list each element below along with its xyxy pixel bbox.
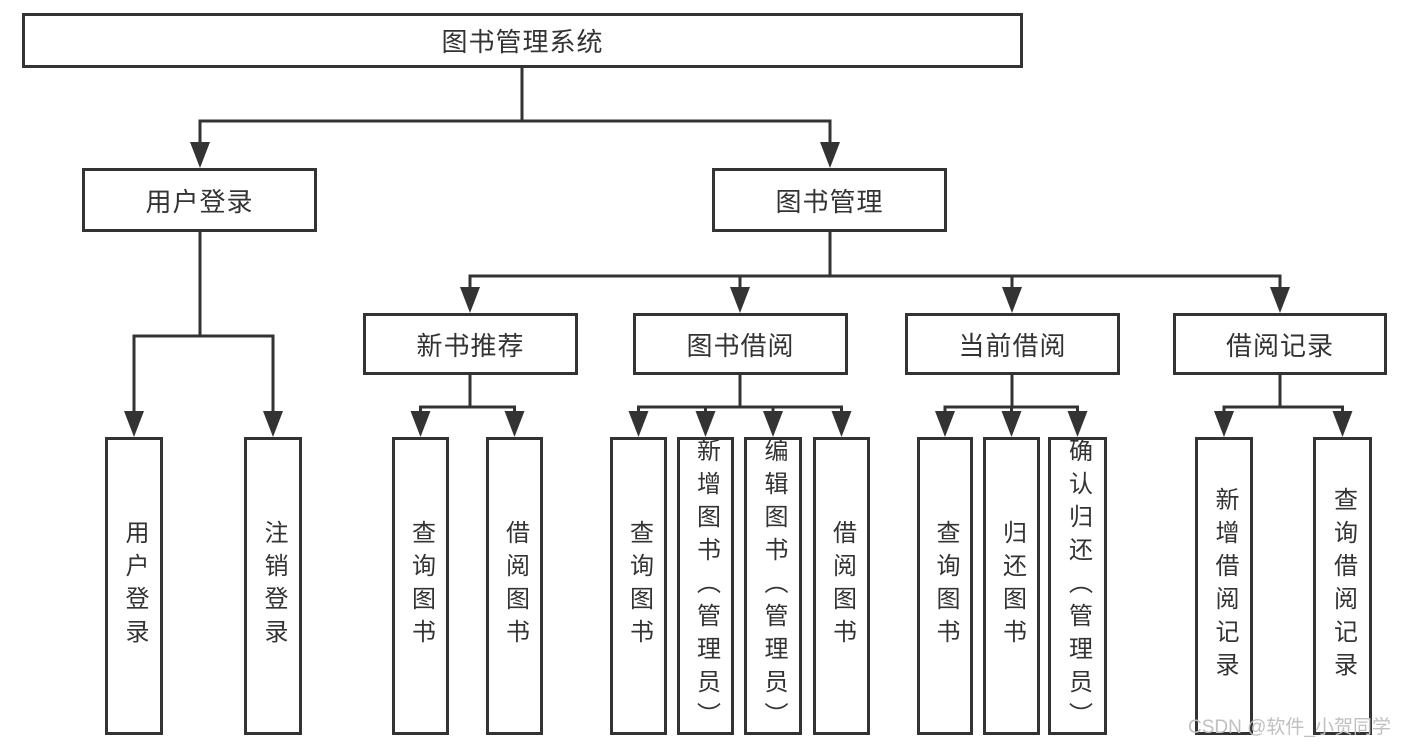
node-book-management: 图书管理 bbox=[712, 168, 947, 232]
leaf-confirm-return-admin: 确认归还（管理员） bbox=[1048, 437, 1107, 735]
leaf-user-login: 用户登录 bbox=[105, 437, 163, 735]
node-label: 图书管理 bbox=[775, 186, 884, 217]
node-label: 用户登录 bbox=[145, 186, 254, 217]
node-label: 图书管理系统 bbox=[441, 27, 604, 57]
leaf-label: 注销登录 bbox=[260, 520, 287, 652]
connector-user-login-to-leaves bbox=[124, 232, 283, 437]
connector-book-management-to-level3 bbox=[460, 232, 1290, 313]
watermark-text: CSDN @软件_小贺同学 bbox=[1188, 717, 1391, 738]
leaf-label: 查询借阅记录 bbox=[1329, 487, 1357, 685]
leaf-label: 编辑图书（管理员） bbox=[760, 437, 787, 735]
node-label: 图书借阅 bbox=[686, 330, 795, 361]
node-user-login: 用户登录 bbox=[82, 168, 317, 232]
leaf-edit-book-admin: 编辑图书（管理员） bbox=[744, 437, 802, 735]
leaf-add-book-admin: 新增图书（管理员） bbox=[677, 437, 734, 735]
leaf-query-books-recommend: 查询图书 bbox=[392, 437, 449, 735]
connector-root-to-level2 bbox=[190, 68, 840, 168]
node-library-management-system: 图书管理系统 bbox=[22, 13, 1023, 68]
leaf-return-books: 归还图书 bbox=[983, 437, 1040, 735]
leaf-query-books-current: 查询图书 bbox=[917, 437, 973, 735]
connector-book-borrow-to-leaves bbox=[628, 375, 852, 437]
leaf-label: 借阅图书 bbox=[501, 520, 529, 652]
leaf-label: 新增图书（管理员） bbox=[692, 437, 720, 735]
leaf-label: 确认归还（管理员） bbox=[1064, 437, 1092, 735]
leaf-query-books-borrow: 查询图书 bbox=[610, 437, 667, 735]
leaf-label: 新增借阅记录 bbox=[1211, 487, 1238, 685]
node-label: 当前借阅 bbox=[958, 330, 1067, 361]
leaf-borrow-books: 借阅图书 bbox=[813, 437, 870, 735]
node-new-book-recommend: 新书推荐 bbox=[363, 313, 578, 375]
leaf-borrow-books-recommend: 借阅图书 bbox=[486, 437, 543, 735]
node-label: 借阅记录 bbox=[1225, 330, 1334, 361]
leaf-label: 查询图书 bbox=[625, 520, 653, 652]
node-book-borrow: 图书借阅 bbox=[633, 313, 848, 375]
node-label: 新书推荐 bbox=[416, 330, 525, 361]
leaf-label: 归还图书 bbox=[998, 520, 1026, 652]
leaf-query-borrow-record: 查询借阅记录 bbox=[1313, 437, 1372, 735]
leaf-label: 查询图书 bbox=[932, 520, 959, 652]
connector-new-book-recommend-to-leaves bbox=[410, 375, 525, 437]
connector-current-borrow-to-leaves bbox=[935, 375, 1088, 437]
leaf-logout: 注销登录 bbox=[244, 437, 302, 735]
leaf-label: 用户登录 bbox=[121, 520, 148, 652]
leaf-label: 借阅图书 bbox=[828, 520, 856, 652]
connector-borrow-records-to-leaves bbox=[1214, 375, 1353, 437]
node-borrow-records: 借阅记录 bbox=[1173, 313, 1387, 375]
node-current-borrow: 当前借阅 bbox=[905, 313, 1120, 375]
leaf-add-borrow-record: 新增借阅记录 bbox=[1195, 437, 1253, 735]
leaf-label: 查询图书 bbox=[407, 520, 435, 652]
